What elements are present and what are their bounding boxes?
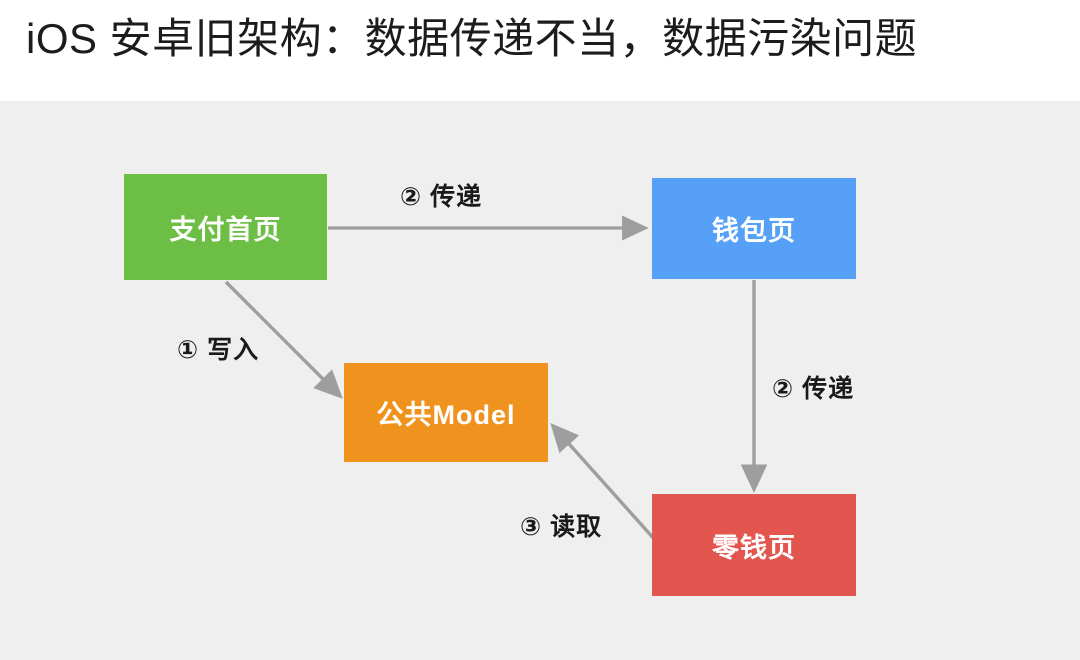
edge-change-to-model bbox=[550, 422, 658, 543]
node-wallet[interactable]: 钱包页 bbox=[652, 178, 856, 279]
node-pay-home-label: 支付首页 bbox=[169, 214, 282, 245]
title-band: iOS 安卓旧架构：数据传递不当，数据污染问题 bbox=[0, 0, 1080, 101]
edge-label-change-to-model: ③ 读取 bbox=[520, 513, 603, 541]
diagram-connectors bbox=[224, 215, 768, 543]
edge-label-wallet-to-change: ② 传递 bbox=[772, 375, 855, 403]
page-title: iOS 安卓旧架构：数据传递不当，数据污染问题 bbox=[26, 15, 918, 62]
edge-label-pay-to-wallet: ② 传递 bbox=[400, 183, 483, 211]
node-pay-home[interactable]: 支付首页 bbox=[124, 174, 327, 280]
node-wallet-label: 钱包页 bbox=[712, 216, 796, 246]
edge-label-pay-to-model: ① 写入 bbox=[177, 336, 260, 364]
node-public-model-label: 公共Model bbox=[376, 400, 516, 430]
node-public-model[interactable]: 公共Model bbox=[344, 363, 548, 462]
edge-pay-to-model bbox=[224, 280, 343, 399]
node-change[interactable]: 零钱页 bbox=[652, 494, 856, 596]
diagram-canvas: 支付首页 钱包页 公共Model 零钱页 ② 传递 ① 写入 ② 传递 ③ 读取 bbox=[0, 101, 1080, 660]
node-change-label: 零钱页 bbox=[712, 532, 796, 563]
